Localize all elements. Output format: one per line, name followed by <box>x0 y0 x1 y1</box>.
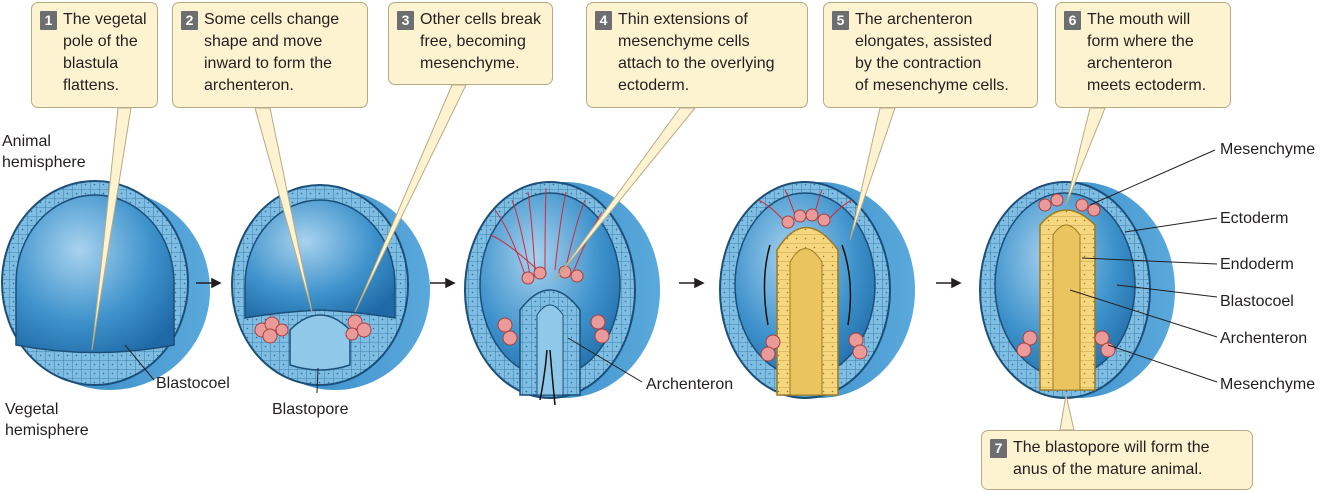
mesenchyme-cluster <box>254 314 372 344</box>
label-archenteron: Archenteron <box>646 376 734 393</box>
callout-text: Some cells change shape and move inward … <box>204 11 340 94</box>
label-blastocoel-stage6: Blastocoel <box>1220 293 1294 310</box>
callout-step-3: 3 Other cells break free, becoming mesen… <box>388 2 553 85</box>
callout-step-4: 4 Thin extensions of mesenchyme cells at… <box>586 2 808 108</box>
step-number: 4 <box>595 11 612 30</box>
callout-step-6: 6 The mouth will form where the archente… <box>1055 2 1231 108</box>
callout-step-5: 5 The archenteron elongates, assisted by… <box>823 2 1038 108</box>
callout-step-2: 2 Some cells change shape and move inwar… <box>172 2 368 108</box>
callout-text: The vegetal pole of the blastula flatten… <box>63 11 147 94</box>
callout-text: Other cells break free, becoming mesench… <box>420 11 541 72</box>
stage-1-blastula <box>1 180 210 390</box>
step-number: 6 <box>1064 11 1081 30</box>
step-number: 3 <box>397 11 414 30</box>
stage-4-archenteron-elongates <box>719 181 915 399</box>
step-number: 7 <box>990 439 1007 458</box>
label-animal-hemisphere: Animal hemisphere <box>2 133 86 171</box>
stage-3-mesenchyme-extensions <box>464 181 660 406</box>
leader-lines <box>124 149 1218 394</box>
callout-text: The mouth will form where the archentero… <box>1087 11 1207 94</box>
stage-2-invagination <box>231 184 430 390</box>
callout-step-1: 1 The vegetal pole of the blastula flatt… <box>31 2 158 108</box>
label-mesenchyme-top: Mesenchyme <box>1220 141 1316 158</box>
label-blastocoel: Blastocoel <box>156 375 230 392</box>
callout-pointers <box>91 84 1106 431</box>
step-number: 2 <box>181 11 198 30</box>
label-mesenchyme-bottom: Mesenchyme <box>1220 376 1316 393</box>
label-ectoderm: Ectoderm <box>1220 210 1289 227</box>
label-archenteron-stage6: Archenteron <box>1220 330 1308 347</box>
callout-text: The archenteron elongates, assisted by t… <box>855 11 1009 94</box>
stage-arrows <box>196 277 962 289</box>
step-number: 5 <box>832 11 849 30</box>
label-endoderm: Endoderm <box>1220 256 1294 273</box>
label-vegetal-hemisphere: Vegetal hemisphere <box>5 401 89 439</box>
label-blastopore: Blastopore <box>272 401 349 418</box>
step-number: 1 <box>40 11 57 30</box>
callout-text: The blastopore will form the anus of the… <box>1013 439 1210 478</box>
stage-6-mouth-forms <box>979 181 1175 399</box>
callout-text: Thin extensions of mesenchyme cells atta… <box>618 11 775 94</box>
callout-step-7: 7 The blastopore will form the anus of t… <box>981 430 1253 490</box>
